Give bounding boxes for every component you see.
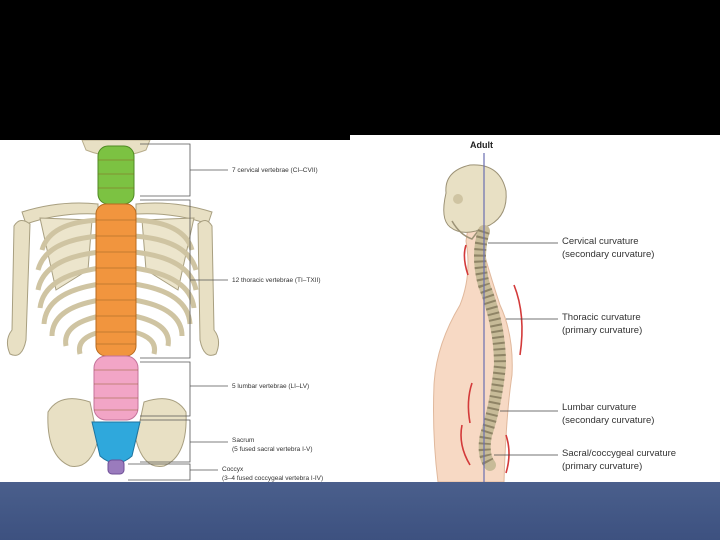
label-thoracic: 12 thoracic vertebrae (TI–TXII)	[232, 277, 321, 284]
bracket-lines	[128, 143, 228, 481]
ilium-right	[135, 398, 187, 467]
label-cervical-curvature-detail: (secondary curvature)	[562, 249, 654, 260]
eye-socket	[453, 194, 463, 204]
leader-lines	[488, 242, 558, 456]
footer-bar	[0, 482, 720, 540]
coccyx	[107, 459, 125, 475]
label-thoracic-curvature-detail: (primary curvature)	[562, 325, 642, 336]
label-cervical-curvature: Cervical curvature	[562, 236, 639, 247]
label-coccyx-detail: (3–4 fused coccygeal vertebra I-IV)	[222, 475, 323, 482]
cervical-vertebrae	[97, 145, 135, 205]
posterior-spine-illustration: 7 cervical vertebrae (CI–CVII) 12 thorac…	[6, 140, 323, 482]
label-lumbar-curvature-detail: (secondary curvature)	[562, 415, 654, 426]
label-lumbar: 5 lumbar vertebrae (LI–LV)	[232, 383, 309, 390]
label-sacrum-title: Sacrum	[232, 437, 254, 444]
lateral-spine-figure: Adult	[350, 135, 720, 482]
figure-heading: Adult	[470, 140, 493, 150]
label-sacrum-detail: (5 fused sacral vertebra I-V)	[232, 446, 313, 453]
lateral-vertebrae	[474, 229, 507, 469]
sacrum	[91, 421, 141, 464]
posterior-spine-figure: 7 cervical vertebrae (CI–CVII) 12 thorac…	[0, 140, 350, 482]
label-lumbar-curvature: Lumbar curvature	[562, 402, 636, 413]
ilium-left	[47, 398, 99, 467]
lateral-spine-illustration: Adult	[433, 140, 676, 482]
label-cervical: 7 cervical vertebrae (CI–CVII)	[232, 167, 318, 174]
label-sacral-curvature: Sacral/coccygeal curvature	[562, 448, 676, 459]
humerus-left	[6, 220, 31, 356]
jaw	[451, 220, 479, 240]
vertebra-separators	[94, 159, 138, 411]
lumbar-vertebrae	[93, 355, 139, 421]
skull	[443, 164, 507, 233]
humerus-right	[197, 220, 220, 356]
curvature-markers	[460, 244, 523, 474]
label-sacral-curvature-detail: (primary curvature)	[562, 461, 642, 472]
rib-cage	[35, 217, 199, 355]
label-coccyx-title: Coccyx	[222, 466, 244, 473]
label-thoracic-curvature: Thoracic curvature	[562, 312, 641, 323]
thoracic-vertebrae	[95, 203, 137, 357]
